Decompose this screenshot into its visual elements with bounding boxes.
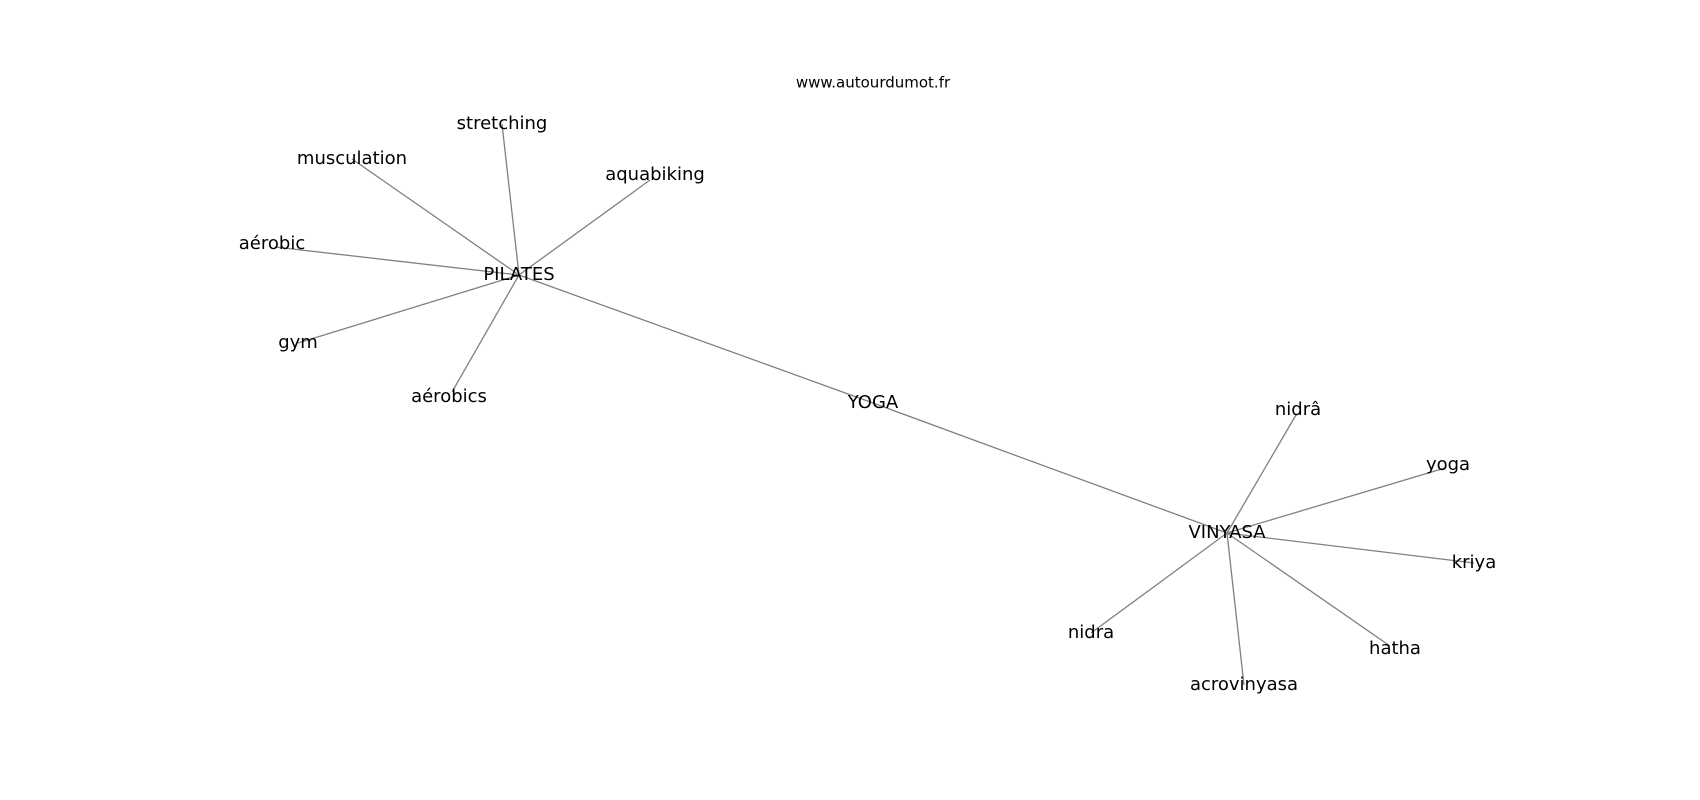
edges-layer — [274, 123, 1475, 686]
node-acrovinyasa: acrovinyasa — [1190, 674, 1298, 695]
node-pilates: PILATES — [483, 264, 554, 285]
edge-yoga_center-pilates — [518, 274, 874, 404]
edge-pilates-stretching — [501, 123, 520, 276]
node-aerobic: aérobic — [239, 233, 305, 254]
node-musculation: musculation — [297, 148, 407, 169]
edge-pilates-musculation — [351, 158, 520, 276]
node-aerobics: aérobics — [411, 386, 487, 407]
edge-pilates-aquabiking — [518, 179, 651, 276]
edge-pilates-gym — [297, 274, 520, 344]
node-yoga-center: YOGA — [847, 392, 899, 413]
edge-vinyasa-acrovinyasa — [1226, 532, 1245, 686]
node-gym: gym — [278, 332, 318, 353]
node-kriya: kriya — [1452, 552, 1497, 573]
nodes-layer: YOGA PILATES VINYASA stretching musculation a… — [239, 113, 1496, 695]
edge-vinyasa-hatha — [1226, 532, 1391, 647]
edge-yoga_center-vinyasa — [872, 402, 1228, 534]
node-nidra-accent: nidrâ — [1275, 399, 1321, 420]
edge-vinyasa-nidra — [1090, 532, 1228, 634]
node-yoga-lower: yoga — [1426, 454, 1470, 475]
node-nidra: nidra — [1068, 622, 1114, 643]
site-watermark: www.autourdumot.fr — [796, 74, 951, 92]
edge-pilates-aerobic — [274, 246, 520, 276]
node-hatha: hatha — [1369, 638, 1421, 659]
node-stretching: stretching — [457, 113, 548, 134]
edge-vinyasa-yoga_lower — [1226, 467, 1446, 534]
node-vinyasa: VINYASA — [1188, 522, 1266, 543]
edge-vinyasa-nidra_accent — [1226, 414, 1297, 534]
node-aquabiking: aquabiking — [605, 164, 705, 185]
edge-vinyasa-kriya — [1226, 532, 1475, 564]
edge-pilates-aerobics — [451, 274, 520, 393]
